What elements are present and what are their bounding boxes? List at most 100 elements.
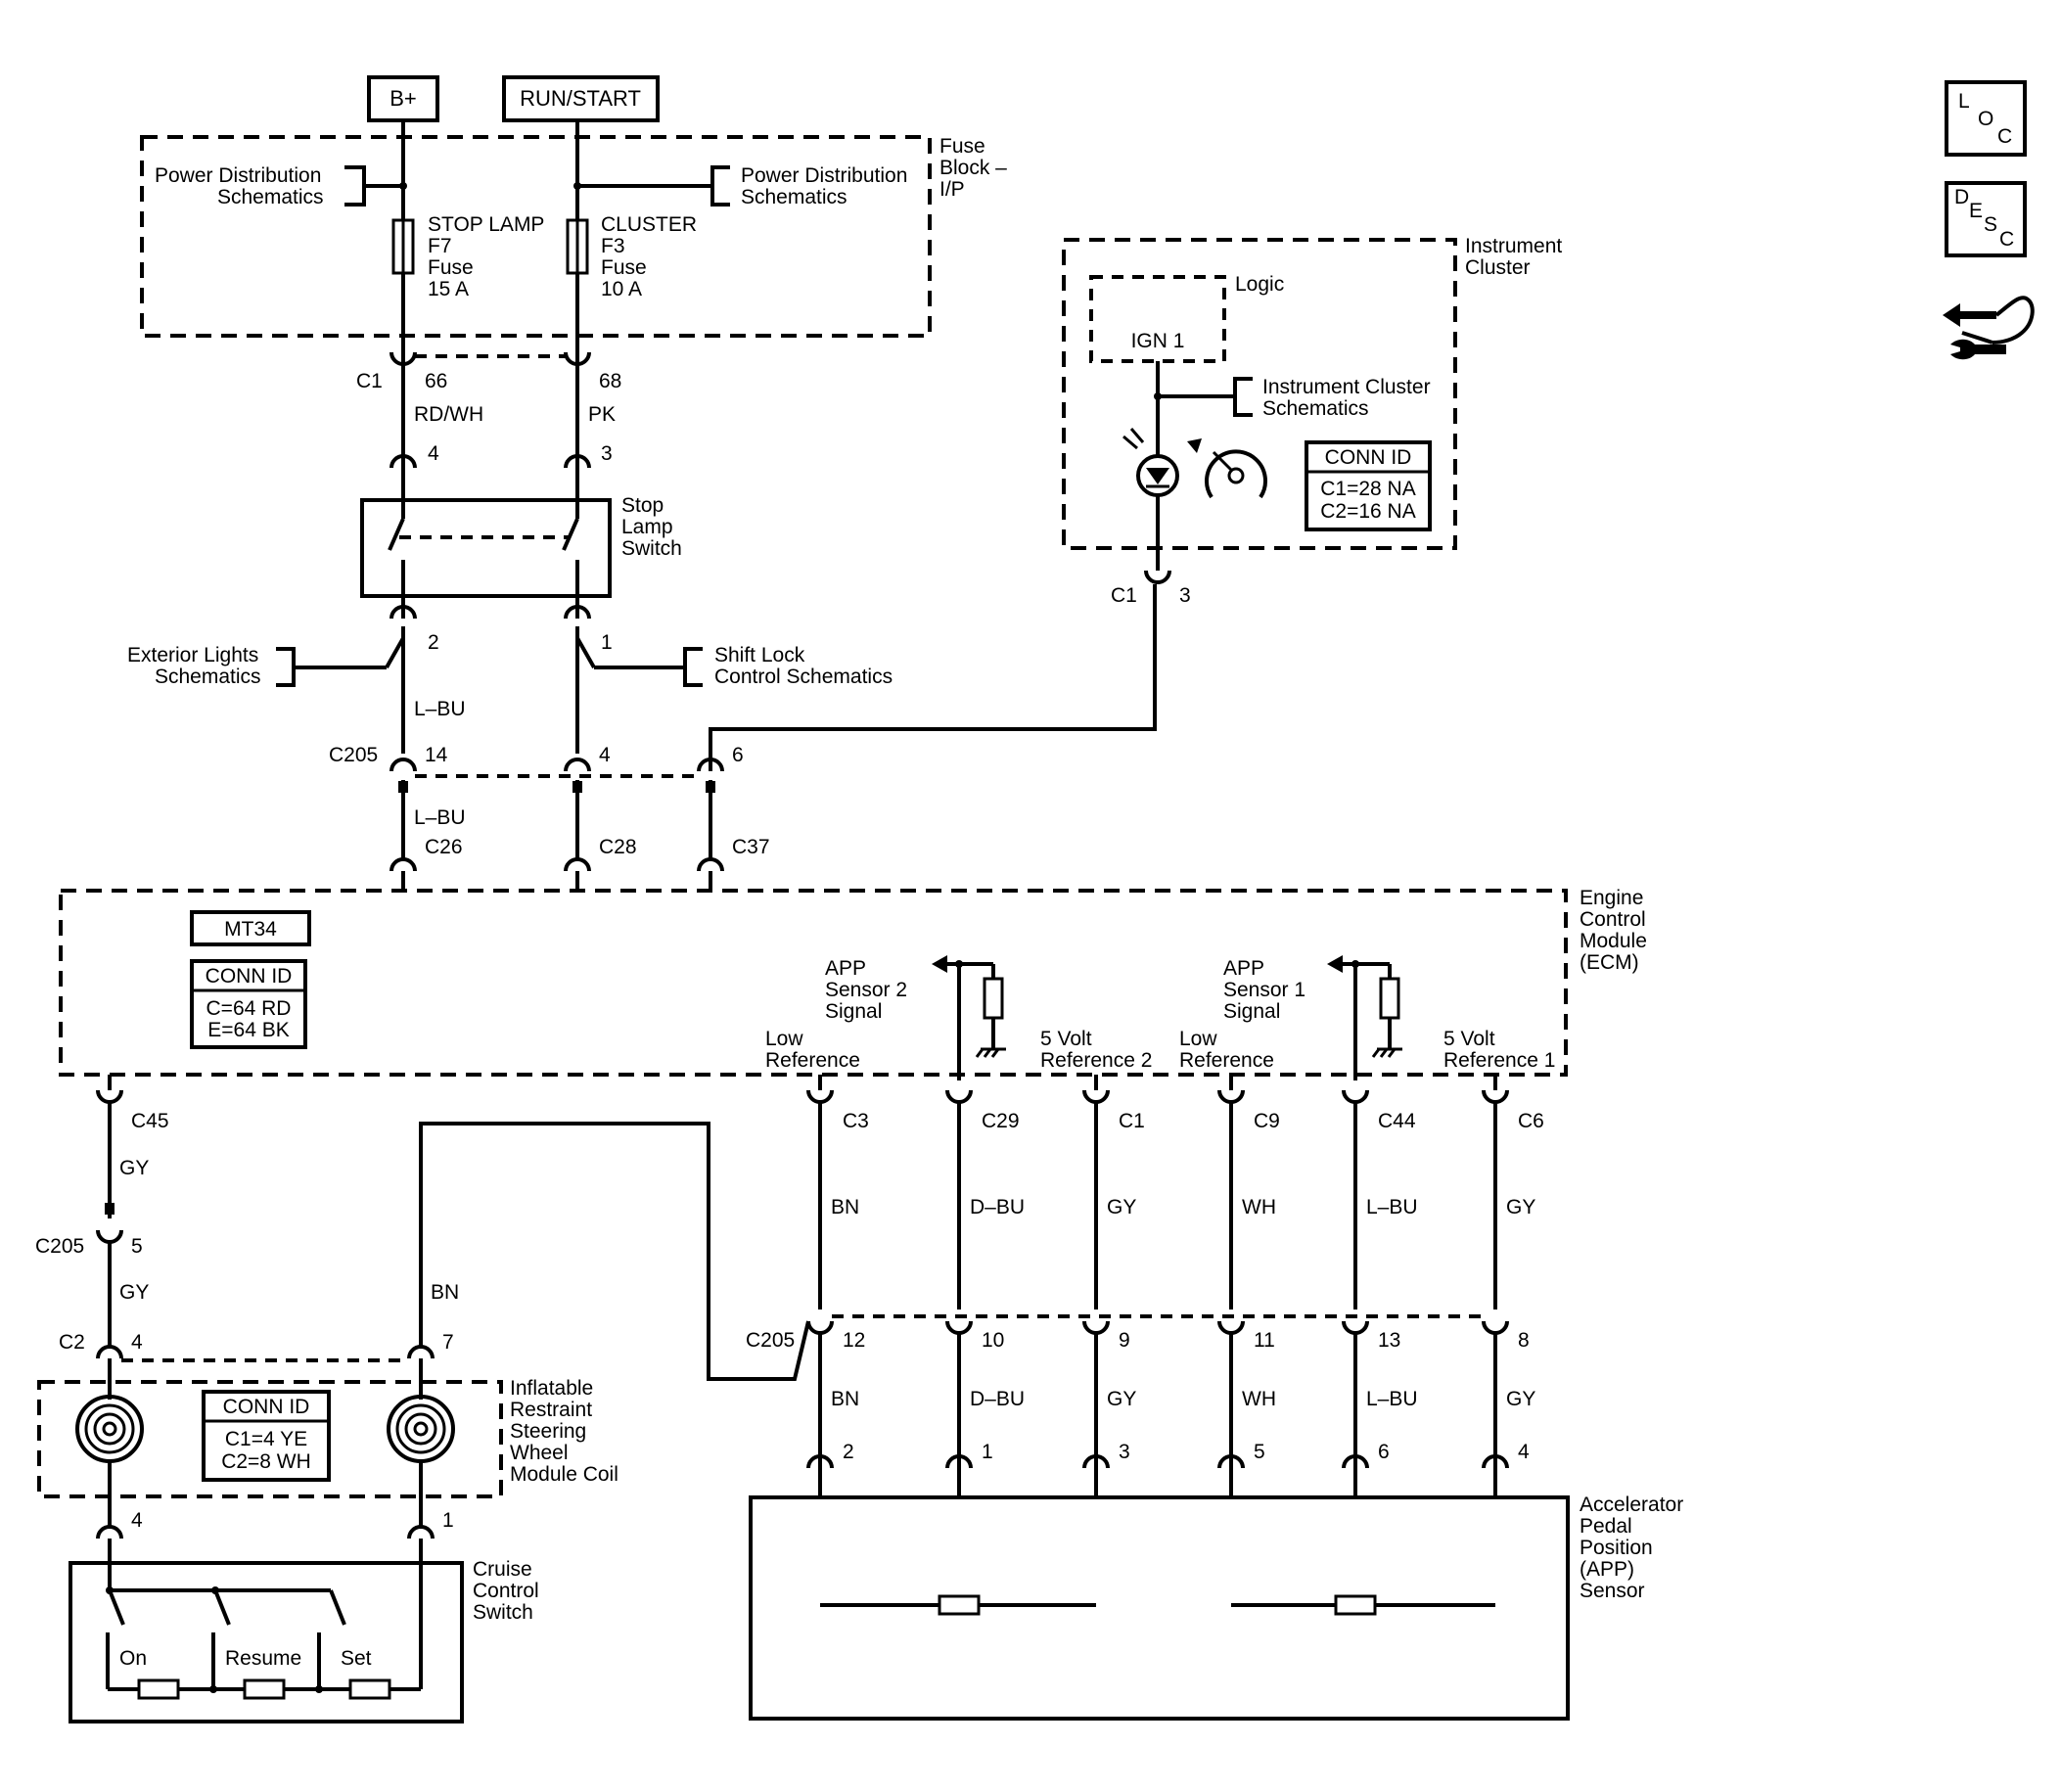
app-circuit: C6 GY 8 GY 4	[1482, 1075, 1544, 1605]
cluster-schem-2: Schematics	[1262, 397, 1369, 420]
app-wire-bottom: WH	[1242, 1388, 1276, 1410]
loc-icon-c: C	[1997, 125, 2012, 148]
app-sensor-pin: 6	[1378, 1441, 1390, 1463]
shift-lock-1: Shift Lock	[714, 644, 805, 666]
low-ref-b-1: Low	[1179, 1028, 1217, 1050]
app-ecm-pin: C1	[1119, 1110, 1145, 1132]
logic-box	[1089, 275, 1226, 363]
low-ref-b-2: Reference	[1179, 1049, 1274, 1072]
cruise-label-2: Control	[473, 1580, 539, 1602]
ecm-box	[59, 889, 1568, 1077]
app1-signal-2: Sensor 1	[1223, 979, 1305, 1001]
stop-fuse-4: 15 A	[428, 278, 469, 300]
cluster-conn-id-1: C1=28 NA	[1320, 478, 1415, 500]
ref5-1-1: 5 Volt	[1443, 1028, 1495, 1050]
cluster-conn-id-2: C2=16 NA	[1320, 500, 1415, 523]
c205-top-pin-14: 14	[425, 744, 448, 766]
c1-top-pin-a: 66	[425, 370, 447, 392]
app-wire-top: D–BU	[970, 1196, 1025, 1218]
app-c205-pin: 8	[1518, 1329, 1530, 1352]
desc-icon-e: E	[1969, 200, 1983, 222]
ecm-label-4: (ECM)	[1580, 951, 1639, 974]
stop-switch-pin-1: 1	[601, 631, 613, 654]
left-c205: C205	[35, 1235, 84, 1258]
ecm-conn-id-title: CONN ID	[206, 965, 293, 988]
c205-top-wire-bottom: L–BU	[414, 806, 466, 829]
fuse-block-label-3: I/P	[939, 178, 965, 201]
app-c205-pin: 10	[982, 1329, 1004, 1352]
coil-conn-id-1: C1=4 YE	[225, 1428, 307, 1450]
app-pot-1	[1334, 1594, 1377, 1616]
desc-icon[interactable]: D E S C	[1945, 181, 2027, 257]
c205-bottom: C205	[746, 1329, 795, 1352]
app2-signal-1: APP	[825, 957, 866, 980]
cruise-resistor-on	[137, 1678, 180, 1700]
app-sensor-pin: 2	[843, 1441, 854, 1463]
coil-label-4: Wheel	[510, 1442, 569, 1464]
cluster-label-2: Cluster	[1465, 256, 1531, 279]
app-sensor-label-1: Accelerator	[1580, 1493, 1683, 1516]
left-wire-2: GY	[119, 1281, 149, 1304]
fuse-block-label: Fuse Block – I/P	[939, 135, 1007, 201]
pds-right-1: Power Distribution	[741, 164, 907, 187]
ecm-label-3: Module	[1580, 930, 1647, 952]
cruise-on: On	[119, 1647, 147, 1670]
instrument-cluster-box	[1062, 238, 1457, 550]
service-hand-icon[interactable]	[1943, 296, 2035, 360]
left-wire-1: GY	[119, 1157, 149, 1179]
app-ecm-pin: C29	[982, 1110, 1020, 1132]
ref5-1-2: Reference 1	[1443, 1049, 1555, 1072]
app-wire-bottom: L–BU	[1366, 1388, 1418, 1410]
app-pot-2	[938, 1594, 981, 1616]
app-ecm-pin: C6	[1518, 1110, 1544, 1132]
app-wire-bottom: GY	[1107, 1388, 1136, 1410]
stop-switch-pin-4: 4	[428, 442, 439, 465]
runstart-source: RUN/START	[502, 75, 660, 122]
app-sensor-pin: 5	[1254, 1441, 1265, 1463]
app-wire-bottom: D–BU	[970, 1388, 1025, 1410]
app2-pullup	[932, 955, 1006, 1080]
left-c205-pin: 5	[131, 1235, 143, 1258]
cruise-resume: Resume	[225, 1647, 301, 1670]
coil-spiral-right-icon	[387, 1395, 455, 1463]
left-c2-pin-a: 4	[131, 1331, 143, 1354]
cluster-c1: C1	[1111, 584, 1137, 607]
app-c205-pin: 11	[1254, 1329, 1275, 1352]
app-c205-pin: 12	[843, 1329, 865, 1352]
cruise-label-1: Cruise	[473, 1558, 532, 1581]
left-bn: BN	[431, 1281, 459, 1304]
cluster-fuse-1: CLUSTER	[601, 213, 697, 236]
cluster-fuse-2: F3	[601, 235, 625, 257]
app-wire-top: GY	[1107, 1196, 1136, 1218]
loc-icon[interactable]: L O C	[1945, 80, 2027, 157]
c205-top-pin-6: 6	[732, 744, 744, 766]
runstart-label: RUN/START	[520, 86, 641, 111]
left-c2: C2	[59, 1331, 85, 1354]
app-wire-top: WH	[1242, 1196, 1276, 1218]
ecm-mt-box	[190, 910, 311, 946]
desc-icon-d: D	[1954, 186, 1969, 208]
app-sensor-label-3: Position	[1580, 1537, 1653, 1559]
exterior-2: Schematics	[155, 666, 261, 688]
cluster-logic: Logic	[1235, 273, 1284, 296]
pds-left-2: Schematics	[217, 186, 324, 208]
coil-pin-1: 1	[442, 1509, 454, 1532]
coil-pin-4: 4	[131, 1509, 143, 1532]
app1-signal-1: APP	[1223, 957, 1264, 980]
app-wire-top: BN	[831, 1196, 859, 1218]
cruise-resistor-set	[348, 1678, 391, 1700]
ecm-conn-c37: C37	[732, 836, 770, 858]
ecm-conn-id-2: E=64 BK	[207, 1019, 289, 1041]
coil-label-2: Restraint	[510, 1399, 592, 1421]
c1-top-wire-b: PK	[588, 403, 616, 426]
app-sensor-pin: 1	[982, 1441, 993, 1463]
left-c2-pin-b: 7	[442, 1331, 454, 1354]
cruise-label-3: Switch	[473, 1601, 533, 1624]
app-sensor-label-2: Pedal	[1580, 1515, 1632, 1538]
cluster-conn-id-title: CONN ID	[1325, 446, 1412, 469]
cruise-resistor-resume	[243, 1678, 286, 1700]
stop-switch-pin-3: 3	[601, 442, 613, 465]
c1-top-conn: C1	[356, 370, 383, 392]
app-wire-top: L–BU	[1366, 1196, 1418, 1218]
c1-top-pin-b: 68	[599, 370, 621, 392]
